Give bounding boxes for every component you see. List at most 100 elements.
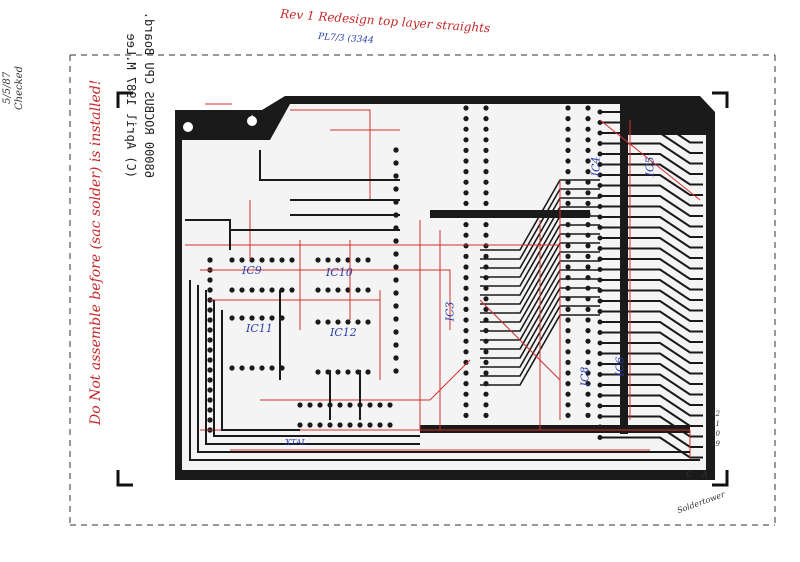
ic-pad — [585, 381, 591, 387]
ic-pad — [463, 285, 469, 291]
ic-pad — [259, 257, 265, 263]
ic-pad — [463, 190, 469, 196]
ic-pad — [249, 287, 255, 293]
ic-pad — [565, 370, 571, 376]
ic-pad — [393, 342, 399, 348]
ic-pad — [585, 296, 591, 302]
connector-pad — [597, 246, 603, 251]
registration-marks — [116, 91, 729, 487]
ic-pad — [393, 329, 399, 335]
ic-pad — [335, 287, 341, 293]
ic-pad — [355, 319, 361, 325]
ic-pad — [483, 243, 489, 249]
ic-pad — [345, 287, 351, 293]
ic-pad — [483, 317, 489, 323]
label-batt-neg: - — [184, 119, 188, 130]
ic-pad — [483, 179, 489, 185]
connector-pad — [597, 393, 603, 398]
connector-trace — [600, 436, 703, 459]
ic-pad — [355, 257, 361, 263]
ic-pad — [483, 232, 489, 238]
top-trace — [479, 299, 561, 381]
ic-pad — [463, 370, 469, 376]
ic-pad — [483, 381, 489, 387]
ic-pad — [463, 105, 469, 111]
ic-pad — [317, 402, 323, 408]
ic-pad — [317, 422, 323, 428]
label-ic10: IC10 — [326, 266, 353, 279]
ic-pad — [483, 285, 489, 291]
ic-pad — [325, 257, 331, 263]
ic-pad — [337, 402, 343, 408]
ic-pad — [585, 147, 591, 153]
ic-pad — [229, 365, 235, 371]
ic-pad — [483, 349, 489, 355]
ic-pad — [249, 257, 255, 263]
connector-pad — [597, 319, 603, 325]
ic-pad — [207, 287, 213, 293]
ic-pad — [269, 315, 275, 321]
ic-pad — [463, 147, 469, 153]
ic-pad — [483, 158, 489, 164]
connector-pad — [597, 225, 603, 230]
connector-pad — [597, 172, 603, 178]
connector-pad — [597, 414, 603, 419]
top-trace — [200, 269, 451, 330]
trim-border — [69, 54, 776, 526]
ic-pad — [463, 179, 469, 185]
ic-pad — [483, 296, 489, 302]
ic-pad — [483, 200, 489, 206]
ic-pad — [565, 317, 571, 323]
ic-pad — [207, 387, 213, 393]
bottom-trace — [189, 280, 700, 461]
label-pin-30: 30 — [711, 430, 720, 438]
vertical-bus — [620, 104, 628, 434]
ic-pad — [585, 370, 591, 376]
ic-pad — [207, 357, 213, 363]
ic-pad — [585, 222, 591, 228]
ic-pad — [585, 126, 591, 132]
ic-pad — [239, 287, 245, 293]
ic-pad — [229, 315, 235, 321]
connector-pad — [597, 351, 603, 356]
ic-pad — [207, 317, 213, 323]
label-ic8: IC8 — [578, 366, 592, 387]
label-pin-29: 29 — [711, 440, 720, 448]
connector-pad — [597, 109, 603, 115]
ic-pad — [393, 186, 399, 192]
ic-pad — [207, 377, 213, 383]
ic-pad — [483, 359, 489, 365]
ic-pad — [269, 257, 275, 263]
ic-pad — [585, 402, 591, 408]
ic-pad — [585, 137, 591, 143]
ic-pad — [585, 211, 591, 217]
ic-pad — [585, 264, 591, 270]
ic-pad — [483, 211, 489, 217]
ic-pad — [207, 397, 213, 403]
ic-pad — [335, 369, 341, 375]
ic-pad — [377, 422, 383, 428]
connector-pad — [597, 183, 603, 188]
ic-pad — [297, 422, 303, 428]
top-layer-traces — [185, 109, 701, 460]
ic-pad — [289, 287, 295, 293]
ic-pad — [387, 422, 393, 428]
ic-pad — [565, 243, 571, 249]
ic-pad — [565, 381, 571, 387]
ic-pad — [565, 116, 571, 122]
bottom-layer-traces — [185, 150, 700, 461]
ic-pad — [585, 169, 591, 175]
ic-pad — [297, 402, 303, 408]
ic-pad — [393, 251, 399, 257]
bottom-trace — [205, 290, 420, 445]
ic-pad — [377, 402, 383, 408]
ic-pad — [565, 222, 571, 228]
ic-pad — [483, 222, 489, 228]
ic-pad — [585, 306, 591, 312]
ic-pad — [347, 402, 353, 408]
bottom-trace — [185, 219, 231, 250]
ic-pad — [565, 306, 571, 312]
ic-pad — [585, 253, 591, 259]
ic-pad — [585, 200, 591, 206]
ic-footprints — [207, 105, 591, 433]
